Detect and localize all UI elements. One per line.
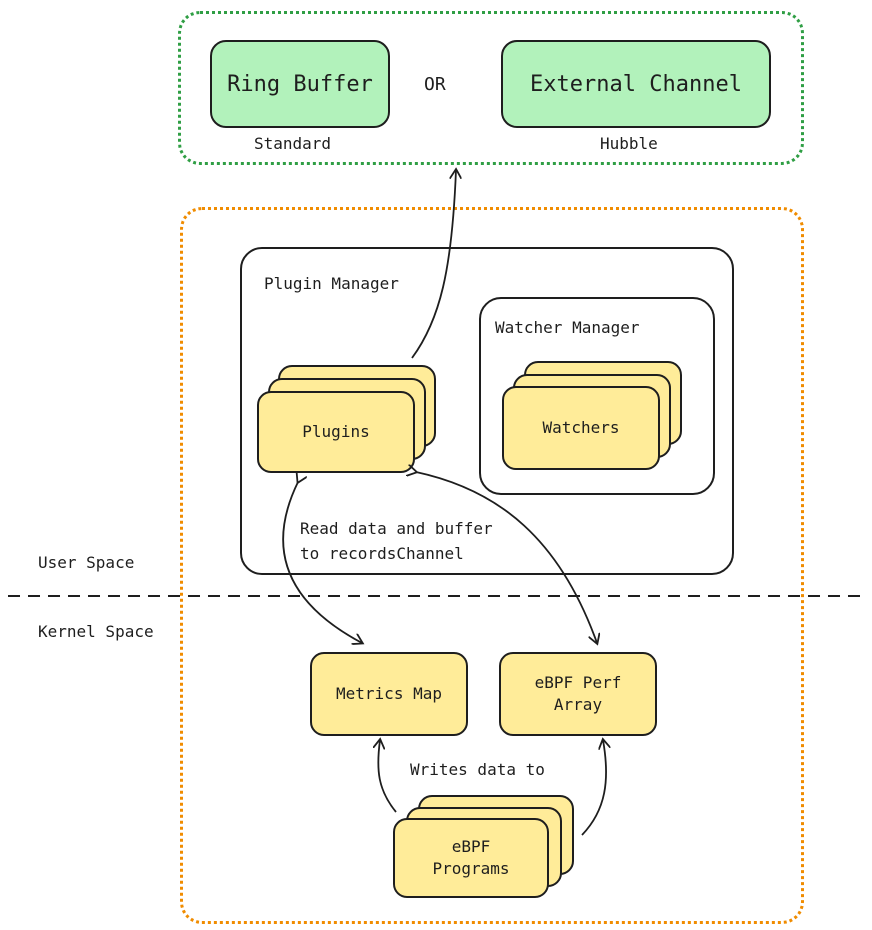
programs-label-line2: Programs xyxy=(432,859,510,878)
or-label: OR xyxy=(424,74,446,95)
plugins-perf-array-arrow xyxy=(416,472,597,643)
ring-buffer-label: Ring Buffer xyxy=(227,71,373,97)
external-channel-box: External Channel xyxy=(501,40,771,128)
standard-caption: Standard xyxy=(254,134,332,153)
user-space-label: User Space xyxy=(38,553,135,572)
perf-array-label-line1: eBPF Perf xyxy=(534,673,622,692)
watchers-box: Watchers xyxy=(502,386,660,470)
perf-array-box: eBPF Perf Array xyxy=(499,652,657,736)
watchers-label: Watchers xyxy=(542,418,620,437)
plugins-to-output-arrow xyxy=(411,170,456,359)
runtime-region xyxy=(180,207,804,924)
perf-array-label-line2: Array xyxy=(553,695,603,714)
programs-to-perf-array-arrow xyxy=(581,740,606,836)
programs-to-metrics-map-arrow xyxy=(378,740,397,813)
watcher-manager-title: Watcher Manager xyxy=(495,318,640,337)
external-channel-label: External Channel xyxy=(530,71,742,97)
programs-box: eBPF Programs xyxy=(393,818,549,898)
writes-data-note: Writes data to xyxy=(410,760,545,779)
metrics-map-box: Metrics Map xyxy=(310,652,468,736)
plugin-manager-title: Plugin Manager xyxy=(264,274,399,293)
ring-buffer-box: Ring Buffer xyxy=(210,40,390,128)
plugins-label: Plugins xyxy=(302,422,370,441)
metrics-map-label: Metrics Map xyxy=(336,684,442,703)
programs-label-line1: eBPF xyxy=(451,837,491,856)
kernel-space-label: Kernel Space xyxy=(38,622,154,641)
plugins-metrics-map-arrow xyxy=(282,482,362,643)
output-region xyxy=(178,11,804,165)
hubble-caption: Hubble xyxy=(600,134,658,153)
